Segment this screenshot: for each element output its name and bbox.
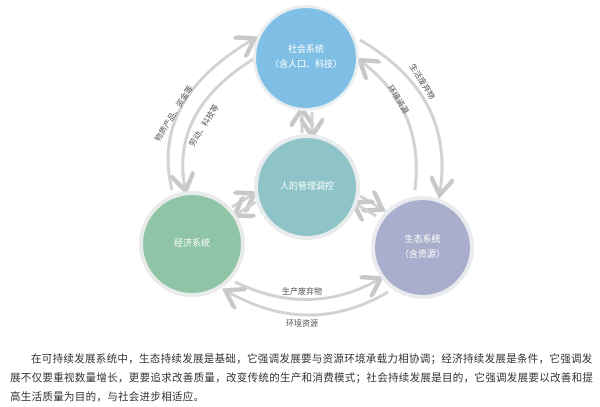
economic-system-node: 经济系统: [143, 195, 241, 293]
social-system-node: 社会系统 （含人口、科技）: [256, 8, 356, 108]
human-regulation-label: 人的管理调控: [279, 181, 334, 192]
caption-paragraph: 在可持续发展系统中，生态持续发展是基础，它强调发展要与资源环境承载力相协调；经济…: [10, 353, 594, 403]
social-system-sublabel: （含人口、科技）: [269, 60, 342, 70]
flow-label-econ-to-eco: 生产废弃物: [282, 287, 322, 296]
ecological-system-node: 生态系统 （含资源）: [375, 200, 470, 295]
economic-system-label: 经济系统: [173, 238, 210, 249]
arrow-econ-to-eco: [234, 280, 378, 301]
flow-label-eco-to-econ: 环境资源: [286, 319, 318, 328]
arrow-eco-to-econ: [228, 292, 389, 317]
arrow-eco-to-social: [362, 62, 418, 191]
arrow-human-to-eco: [359, 196, 380, 208]
arrow-econ-to-social: [166, 40, 252, 191]
arrow-social-to-eco: [359, 38, 442, 192]
arrow-human-to-econ: [237, 202, 257, 214]
ecological-system-sublabel: （含资源）: [399, 249, 445, 260]
human-regulation-node: 人的管理调控: [258, 138, 356, 236]
arrow-social-to-econ: [183, 56, 256, 188]
arrow-eco-to-human: [356, 204, 377, 216]
ecological-system-label: 生态系统: [404, 234, 441, 245]
social-system-label: 社会系统: [287, 45, 324, 55]
